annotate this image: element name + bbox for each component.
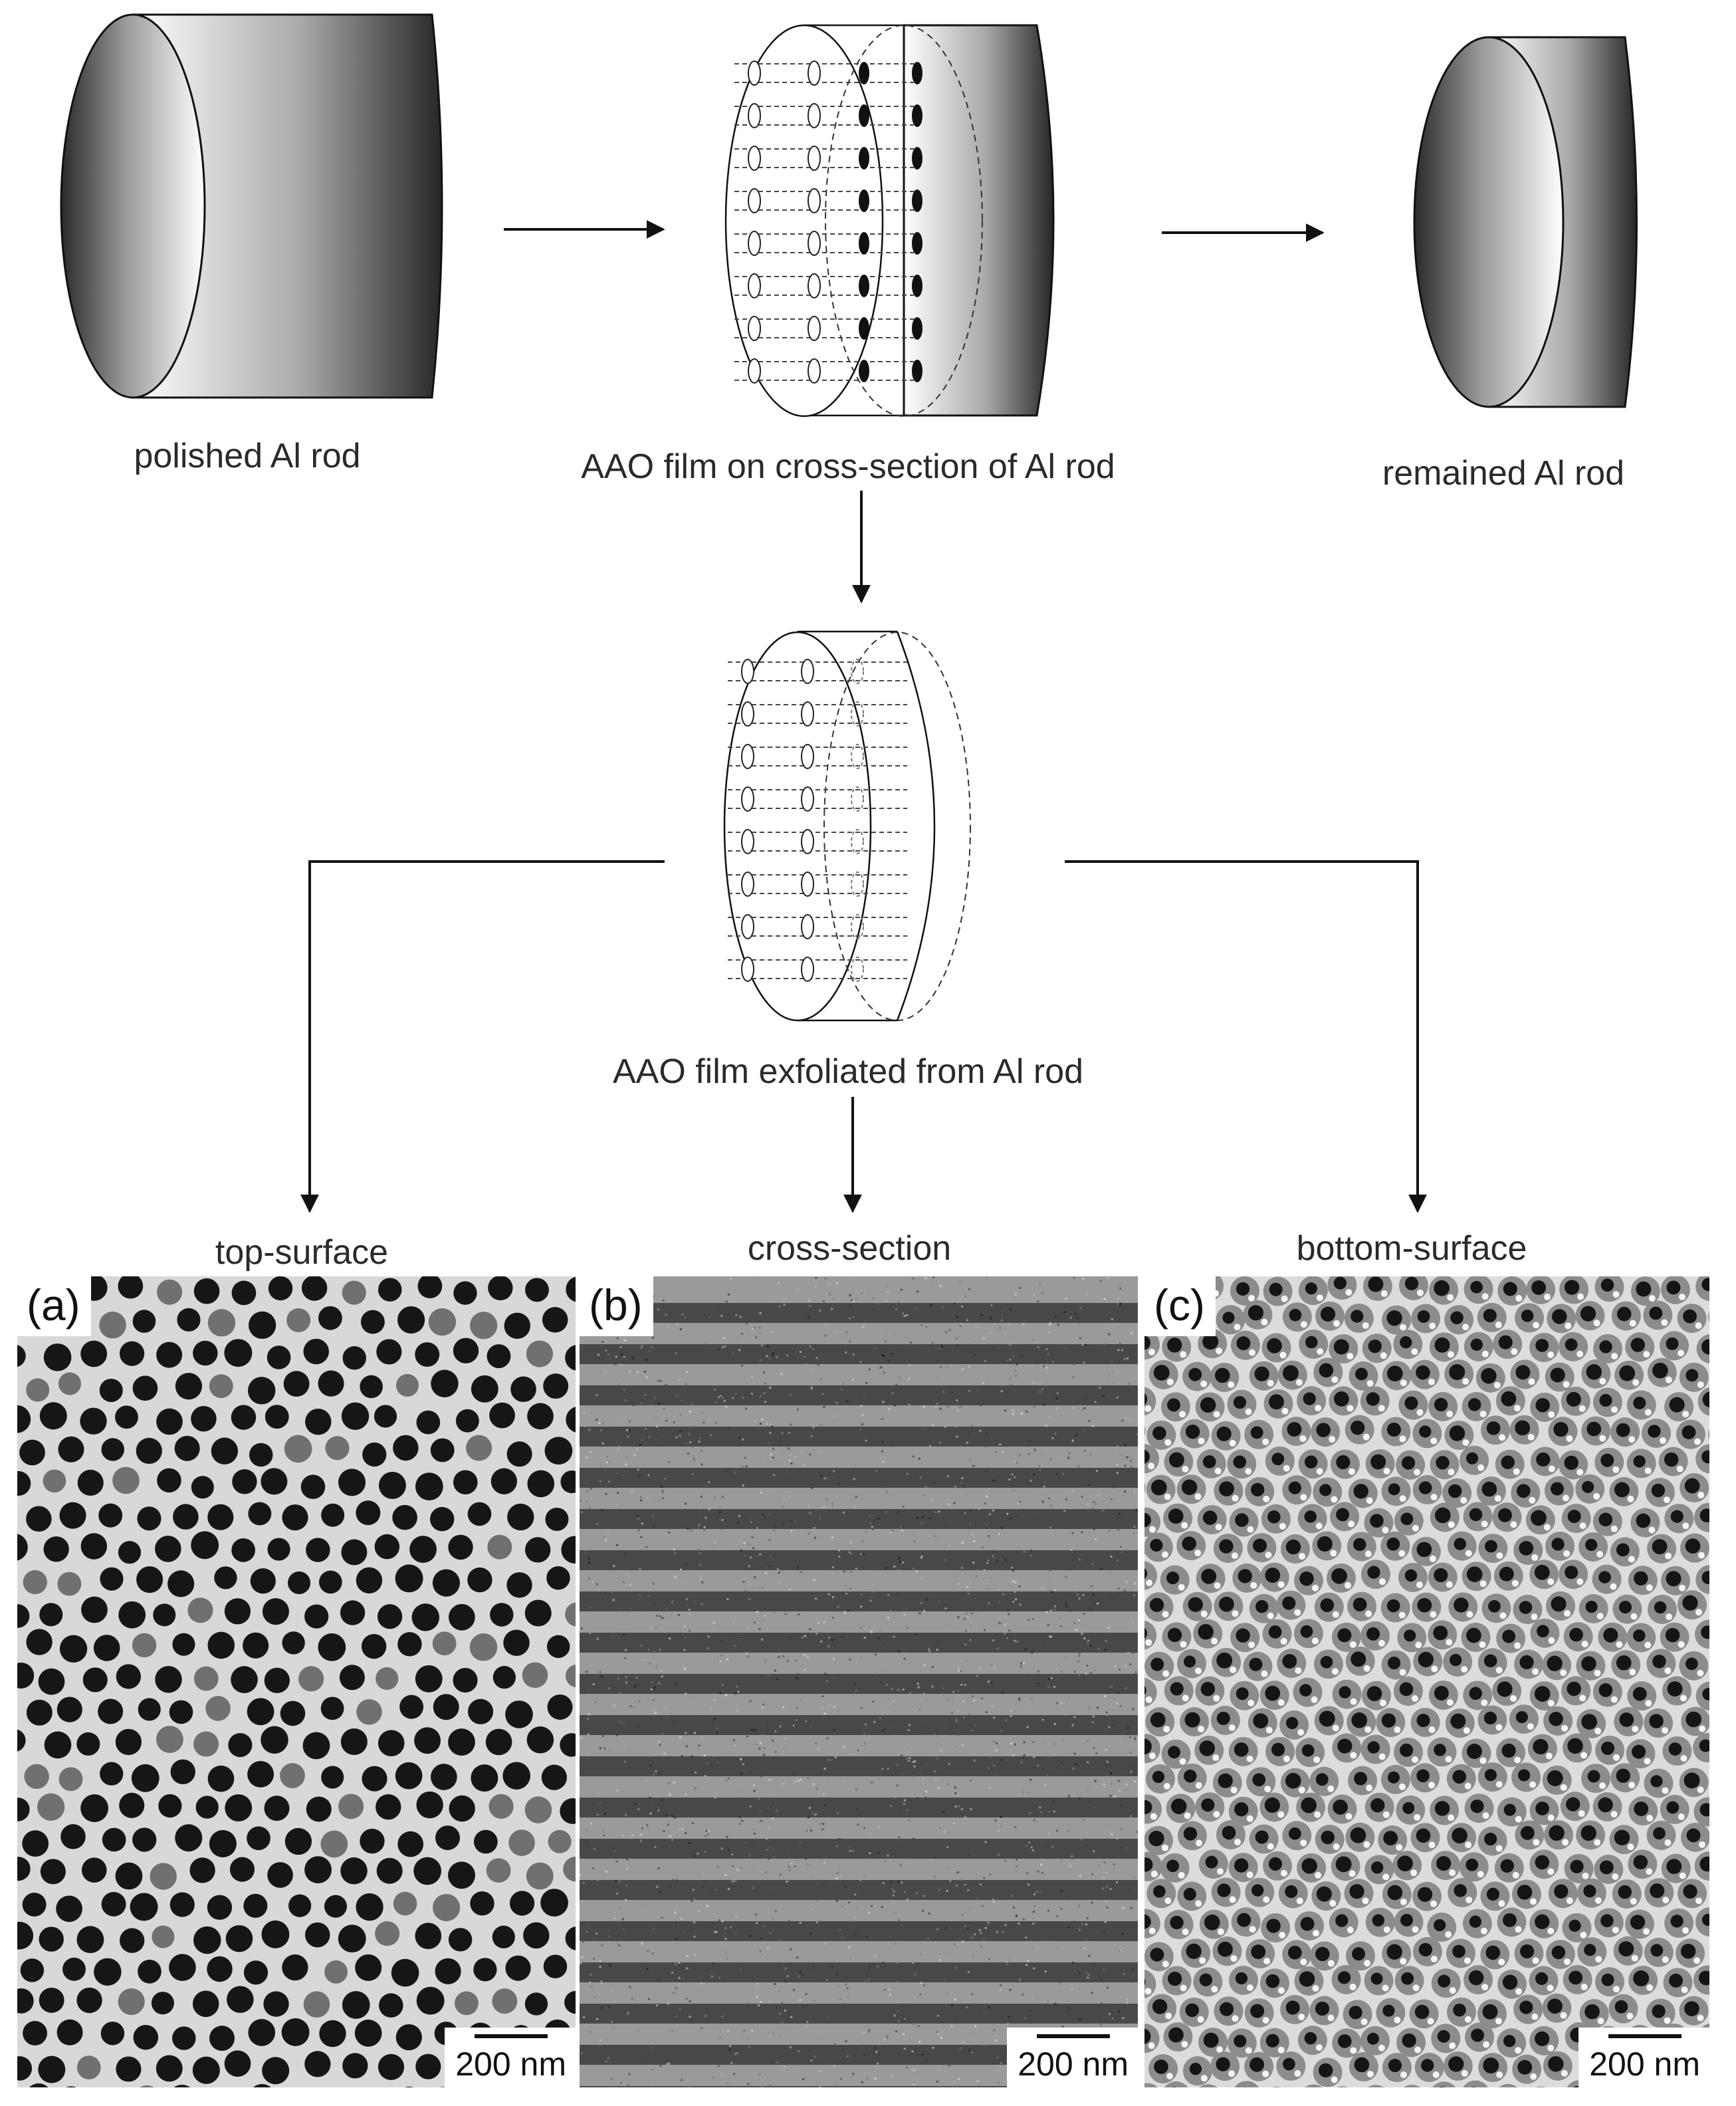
sem-panel-c: (c) 200 nm xyxy=(1144,1276,1709,2087)
scale-bar-label: 200 nm xyxy=(1589,2046,1700,2083)
sem-panel-a: (a) 200 nm xyxy=(17,1276,576,2087)
label-aao-exfoliated: AAO film exfoliated from Al rod xyxy=(612,1052,1084,1091)
label-cross-section: cross-section xyxy=(747,1229,952,1268)
scale-bar-line xyxy=(1608,2034,1682,2038)
panel-label-b: (b) xyxy=(580,1276,653,1336)
label-remained-al-rod: remained Al rod xyxy=(1382,454,1625,493)
scale-bar-a: 200 nm xyxy=(445,2028,576,2087)
scale-bar-line xyxy=(1036,2034,1110,2038)
exfoliated-aao-illustration xyxy=(723,630,971,1022)
arrow-to-top-surface xyxy=(300,860,665,1213)
sem-panel-b: (b) 200 nm xyxy=(580,1276,1138,2087)
aao-on-rod-illustration xyxy=(724,24,1055,417)
aao-pore-channels xyxy=(734,60,922,384)
label-aao-on-cross-section: AAO film on cross-section of Al rod xyxy=(581,447,1115,486)
sem-image-bottom-surface xyxy=(1144,1276,1709,2087)
panel-label-a: (a) xyxy=(17,1276,91,1336)
scale-bar-label: 200 nm xyxy=(1018,2046,1129,2083)
polished-al-rod-illustration xyxy=(60,13,443,399)
label-bottom-surface: bottom-surface xyxy=(1296,1229,1527,1268)
label-polished-al-rod: polished Al rod xyxy=(134,437,361,475)
label-top-surface: top-surface xyxy=(215,1233,389,1272)
scale-bar-b: 200 nm xyxy=(1007,2028,1138,2087)
panel-label-c: (c) xyxy=(1144,1276,1216,1336)
arrow-to-bottom-surface xyxy=(1065,860,1427,1213)
scale-bar-line xyxy=(474,2034,548,2038)
remained-al-rod-illustration xyxy=(1413,36,1638,408)
scale-bar-c: 200 nm xyxy=(1578,2028,1709,2087)
sem-image-cross-section xyxy=(580,1276,1138,2087)
process-diagram xyxy=(60,13,1638,1213)
scale-bar-label: 200 nm xyxy=(455,2046,566,2083)
sem-image-top-surface xyxy=(17,1276,576,2087)
aao-pore-channels xyxy=(728,659,907,982)
